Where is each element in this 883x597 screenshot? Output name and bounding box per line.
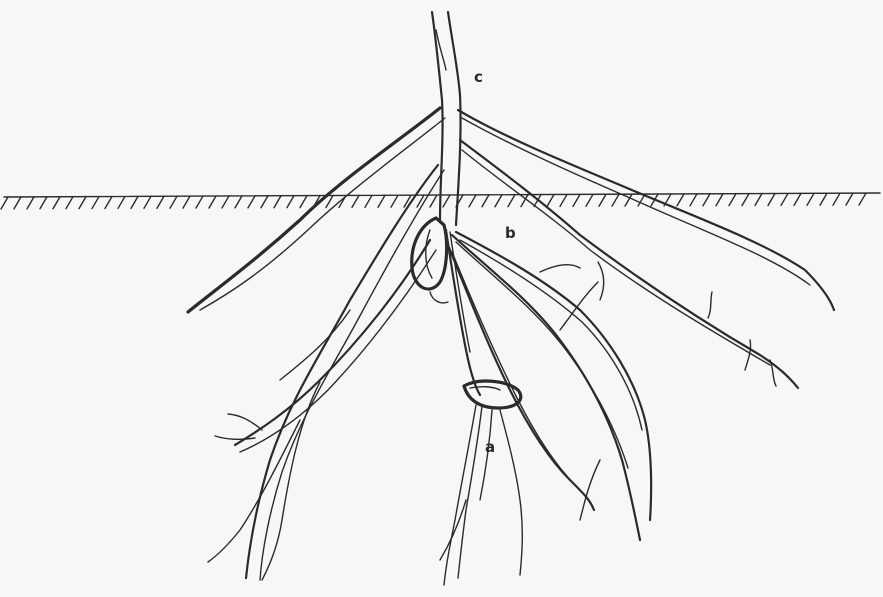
soil-hatch-mark xyxy=(196,196,203,208)
left-seminal-roots xyxy=(208,165,444,580)
soil-hatch-mark xyxy=(833,193,840,205)
soil-hatch-mark xyxy=(352,195,359,207)
soil-hatch-mark xyxy=(157,196,164,208)
soil-hatch-mark xyxy=(573,194,580,206)
soil-hatch-mark xyxy=(599,194,606,206)
soil-hatch-mark xyxy=(274,196,281,208)
soil-hatch-mark xyxy=(92,197,99,209)
soil-hatch-mark xyxy=(807,193,814,205)
soil-hatch-mark xyxy=(820,193,827,205)
soil-hatch-mark xyxy=(365,195,372,207)
upper-lateral-roots xyxy=(188,108,834,388)
soil-hatch-mark xyxy=(300,196,307,208)
soil-hatch-mark xyxy=(482,195,489,207)
soil-hatch-mark xyxy=(27,197,34,209)
soil-hatch-mark xyxy=(144,196,151,208)
soil-hatch-mark xyxy=(391,195,398,207)
soil-hatch-mark xyxy=(716,194,723,206)
soil-hatch-mark xyxy=(469,195,476,207)
soil-hatch-mark xyxy=(794,193,801,205)
stem xyxy=(432,12,461,225)
soil-hatch-mark xyxy=(118,196,125,208)
soil-hatch-mark xyxy=(846,193,853,205)
soil-hatch-mark xyxy=(261,196,268,208)
soil-hatch-mark xyxy=(378,195,385,207)
soil-hatch-mark xyxy=(742,194,749,206)
soil-hatch-mark xyxy=(586,194,593,206)
soil-hatch-mark xyxy=(131,196,138,208)
soil-hatch-mark xyxy=(183,196,190,208)
label-a: a xyxy=(485,440,495,455)
soil-hatch-mark xyxy=(287,196,294,208)
soil-hatch-mark xyxy=(508,195,515,207)
soil-hatch-mark xyxy=(612,194,619,206)
soil-hatch-mark xyxy=(768,193,775,205)
soil-hatch-mark xyxy=(1,197,8,209)
soil-hatch-mark xyxy=(170,196,177,208)
soil-hatch-mark xyxy=(417,195,424,207)
soil-hatch-mark xyxy=(781,193,788,205)
soil-hatch-mark xyxy=(79,197,86,209)
soil-hatch-mark xyxy=(560,194,567,206)
soil-hatch-mark xyxy=(105,196,112,208)
soil-hatch-mark xyxy=(690,194,697,206)
label-b: b xyxy=(505,226,516,241)
label-c: c xyxy=(474,70,483,85)
soil-hatch-mark xyxy=(547,194,554,206)
soil-hatch-mark xyxy=(443,195,450,207)
soil-hatch-mark xyxy=(222,196,229,208)
soil-hatch-mark xyxy=(248,196,255,208)
soil-hatch-mark xyxy=(66,197,73,209)
right-seminal-roots xyxy=(448,232,651,540)
soil-hatch-mark xyxy=(703,194,710,206)
soil-hatch-mark xyxy=(209,196,216,208)
soil-hatch-mark xyxy=(430,195,437,207)
soil-hatch-mark xyxy=(677,194,684,206)
soil-hatch-mark xyxy=(729,194,736,206)
lower-roots xyxy=(440,405,522,585)
soil-hatch-mark xyxy=(495,195,502,207)
soil-hatch-mark xyxy=(40,197,47,209)
soil-hatch-mark xyxy=(53,197,60,209)
soil-hatch-mark xyxy=(14,197,21,209)
soil-hatch-mark xyxy=(859,193,866,205)
soil-hatch-mark xyxy=(755,194,762,206)
soil-hatch-mark xyxy=(235,196,242,208)
